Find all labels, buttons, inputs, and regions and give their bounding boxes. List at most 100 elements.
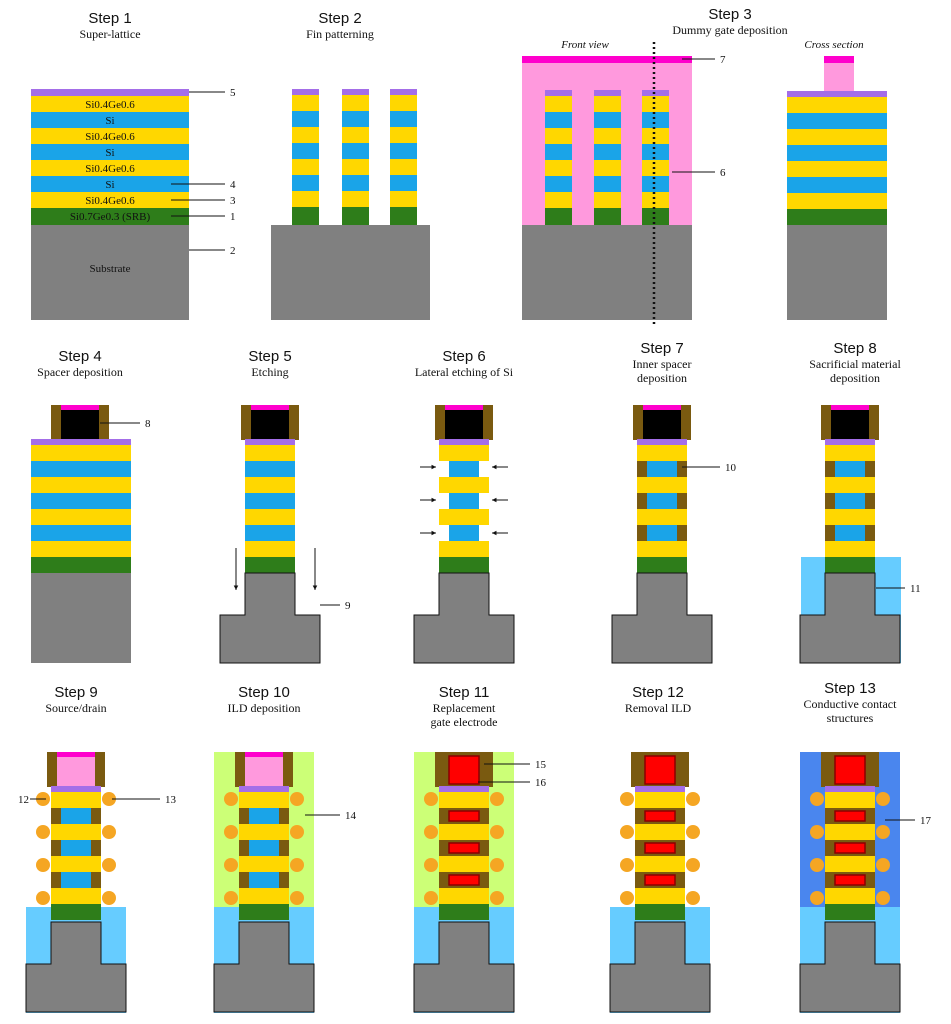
s3-gate-top — [522, 56, 692, 63]
s6-gate — [445, 410, 483, 440]
s2-fin1-sige-2 — [342, 127, 369, 143]
s10-sd-right-3 — [290, 891, 304, 905]
s11-spacer-left — [435, 752, 445, 787]
s4-si-5 — [31, 525, 131, 541]
s11-sd-left-2 — [424, 858, 438, 872]
callout-15: 15 — [535, 759, 547, 771]
s3x-gate-top — [824, 56, 854, 63]
s5-srb — [245, 557, 295, 573]
callout-1: 1 — [230, 211, 236, 223]
s3-fin1-si-5 — [594, 176, 621, 192]
s13-sd-left-0 — [810, 792, 824, 806]
s9-si-5 — [61, 872, 91, 888]
s12-metal-channel-1 — [644, 810, 676, 822]
s12-sd-right-0 — [686, 792, 700, 806]
s1-cap-layer — [31, 89, 189, 96]
step-title: Step 2 — [318, 10, 362, 27]
s3-fin2-sige-6 — [642, 192, 669, 208]
s6-si-3 — [449, 493, 479, 509]
s3-fin0-srb — [545, 208, 572, 225]
s8-spacer-left — [821, 405, 831, 440]
s2-fin1-cap — [342, 89, 369, 95]
s6-sige-4 — [439, 509, 489, 525]
s5-si-5 — [245, 525, 295, 541]
s11-sige-6 — [439, 888, 489, 904]
step-subtitle: Source/drain — [45, 701, 107, 715]
s13-sd-right-0 — [876, 792, 890, 806]
s6-sige-0 — [439, 445, 489, 461]
s13-srb — [825, 904, 875, 920]
step-subtitle: Spacer deposition — [37, 365, 123, 379]
s3-fin0-sige-0 — [545, 96, 572, 112]
s10-sd-right-1 — [290, 825, 304, 839]
s12-substrate — [609, 921, 711, 1013]
s3-fin0-sige-4 — [545, 160, 572, 176]
s12-sige-6 — [635, 888, 685, 904]
s9-spacer-left — [47, 752, 57, 787]
s9-sige-6 — [51, 888, 101, 904]
s12-srb — [635, 904, 685, 920]
s4-si-1 — [31, 461, 131, 477]
s3-fin2-si-1 — [642, 112, 669, 128]
s1-layer-label-1: Si — [105, 115, 114, 127]
s5-etch-arrow-left-head — [233, 585, 239, 590]
step-subtitle: Conductive contact structures — [803, 697, 897, 725]
callout-6: 6 — [720, 167, 726, 179]
s8-gate-top — [831, 405, 869, 410]
s11-sige-0 — [439, 792, 489, 808]
s1-sige-6 — [31, 192, 189, 208]
s8-sige-0 — [825, 445, 875, 461]
s12-sd-left-1 — [620, 825, 634, 839]
s11-cap — [439, 786, 489, 792]
s13-sige-0 — [825, 792, 875, 808]
s8-substrate — [799, 572, 901, 664]
s13-cap — [825, 786, 875, 792]
s1-srb-label: Si0.7Ge0.3 (SRB) — [70, 211, 151, 223]
s6-spacer-right — [483, 405, 493, 440]
s13-sd-left-1 — [810, 825, 824, 839]
s13-gate — [834, 755, 866, 785]
s10-sd-left-3 — [224, 891, 238, 905]
step-title: Step 9 — [54, 684, 98, 701]
s6-sige-6 — [439, 541, 489, 557]
s10-sige-4 — [239, 856, 289, 872]
s1-layer-label-6: Si0.4Ge0.6 — [85, 195, 135, 207]
s2-fin0-si-5 — [292, 175, 319, 191]
step-title: Step 5 — [248, 348, 292, 365]
s13-sd-left-3 — [810, 891, 824, 905]
s10-srb — [239, 904, 289, 920]
s1-srb-layer — [31, 208, 189, 225]
s9-sd-left-3 — [36, 891, 50, 905]
s2-fin1-sige-6 — [342, 191, 369, 207]
s11-sd-right-1 — [490, 825, 504, 839]
s10-cap — [239, 786, 289, 792]
s9-spacer-right — [95, 752, 105, 787]
step-subtitle: Super-lattice — [79, 27, 141, 41]
s2-fin0-cap — [292, 89, 319, 95]
s4-substrate — [31, 573, 131, 663]
s3-fin0-sige-6 — [545, 192, 572, 208]
s10-gate — [245, 757, 283, 787]
s7-cap — [637, 439, 687, 445]
s6-arrow-right-2-head — [492, 530, 497, 536]
s5-gate — [251, 410, 289, 440]
s9-si-1 — [61, 808, 91, 824]
s12-sd-left-0 — [620, 792, 634, 806]
s11-sd-left-1 — [424, 825, 438, 839]
s1-layer-label-5: Si — [105, 179, 114, 191]
s3-fin0-cap — [545, 90, 572, 96]
s6-srb — [439, 557, 489, 573]
s6-arrow-right-1-head — [492, 497, 497, 503]
s9-srb — [51, 904, 101, 920]
s3x-substrate — [787, 225, 887, 320]
s6-arrow-left-2-head — [431, 530, 436, 536]
s2-fin1-si-5 — [342, 175, 369, 191]
callout-12: 12 — [18, 794, 29, 806]
s3-fin2-sige-2 — [642, 128, 669, 144]
s3-fin0-sige-2 — [545, 128, 572, 144]
s9-cap — [51, 786, 101, 792]
s11-sige-4 — [439, 856, 489, 872]
